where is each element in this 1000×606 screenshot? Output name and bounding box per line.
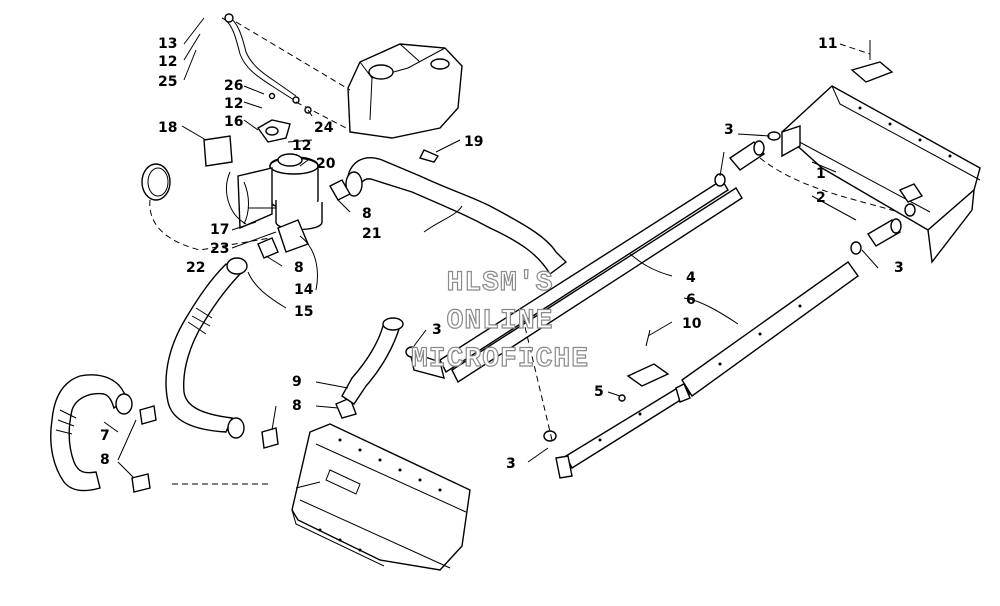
callout-8: 8 [294,260,304,276]
reservoir-tank [347,43,463,163]
watermark-line-1: HLSM'S [447,268,554,299]
gasket-ring [256,119,291,143]
callout-14: 14 [294,282,314,298]
callout-12: 12 [224,96,243,112]
clip-11 [850,40,894,83]
heat-exchanger-6 [555,261,859,479]
callout-17: 17 [210,222,229,238]
callout-19: 19 [464,134,483,150]
callout-22: 22 [186,260,205,276]
callout-6: 6 [686,292,696,308]
vent-hose [221,13,300,104]
hose-21 [345,157,568,276]
callout-2: 2 [816,190,826,206]
callout-21: 21 [362,226,381,242]
callout-3: 3 [724,122,734,138]
hose-7 [50,374,133,492]
callout-11: 11 [818,36,837,52]
watermark-line-3: MICROFICHE [411,344,589,375]
callout-5: 5 [594,384,604,400]
callout-8: 8 [362,206,372,222]
coolant-tube-4 [409,179,743,384]
gasket-plate [203,135,233,167]
callout-3: 3 [432,322,442,338]
band-clamp [141,163,171,201]
callout-labels: 13 12 25 26 12 16 24 12 18 20 19 17 23 2… [100,36,904,472]
callout-20: 20 [316,156,336,172]
heat-exchanger-cover [291,423,471,571]
hose-15 [165,257,248,439]
callout-10: 10 [682,316,702,332]
hose-2 [728,140,902,247]
callout-26: 26 [224,78,243,94]
hose-9 [341,317,404,405]
thermostat-housing [237,153,323,253]
watermark-line-2: ONLINE [447,306,554,337]
callout-12: 12 [292,138,311,154]
callout-8: 8 [292,398,302,414]
callout-25: 25 [158,74,177,90]
callout-3: 3 [506,456,516,472]
bracket-10 [626,329,670,387]
callout-23: 23 [210,241,229,257]
callout-1: 1 [816,166,826,182]
callout-12: 12 [158,54,177,70]
watermark: HLSM'S ONLINE MICROFICHE [410,267,589,375]
callout-16: 16 [224,114,243,130]
callout-8: 8 [100,452,110,468]
callout-18: 18 [158,120,177,136]
callout-15: 15 [294,304,313,320]
callout-13: 13 [158,36,177,52]
callout-24: 24 [314,120,334,136]
clamps-3 [405,131,916,442]
callout-9: 9 [292,374,302,390]
fastener-5 [618,394,626,402]
leader-lines [103,17,879,479]
callout-7: 7 [100,428,110,444]
callout-4: 4 [686,270,696,286]
hose-clamps [131,92,357,493]
callout-3: 3 [894,260,904,276]
cooler-assembly-1 [780,85,981,264]
